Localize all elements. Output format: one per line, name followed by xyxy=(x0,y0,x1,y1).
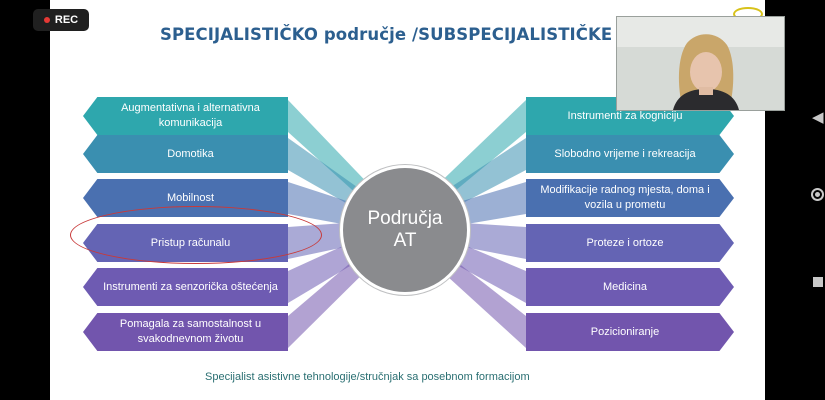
left-area-1: Augmentativna i alternativna komunikacij… xyxy=(83,97,288,135)
recording-indicator[interactable]: REC xyxy=(33,9,89,31)
record-dot-icon xyxy=(43,17,50,23)
left-area-5: Instrumenti za senzorička oštećenja xyxy=(83,268,288,306)
webcam-overlay[interactable] xyxy=(616,16,785,111)
highlight-ellipse xyxy=(70,206,322,264)
right-area-label: Medicina xyxy=(602,280,648,293)
hub-label-line1: Područja xyxy=(367,208,443,230)
left-area-label: Pomagala za samostalnost u svakodnevnom … xyxy=(119,318,262,345)
record-icon[interactable] xyxy=(811,188,824,201)
right-area-2: Slobodno vrijeme i rekreacija xyxy=(526,135,734,173)
right-area-label: Instrumenti za kogniciju xyxy=(567,109,683,122)
right-area-label: Slobodno vrijeme i rekreacija xyxy=(554,147,696,160)
right-area-label: Proteze i ortoze xyxy=(586,236,664,249)
left-area-label: Domotika xyxy=(167,147,214,160)
presenter-video xyxy=(617,17,784,110)
left-area-6: Pomagala za samostalnost u svakodnevnom … xyxy=(83,313,288,351)
right-area-5: Medicina xyxy=(526,268,734,306)
right-area-6: Pozicioniranje xyxy=(526,313,734,351)
recording-label: REC xyxy=(54,14,79,26)
left-area-2: Domotika xyxy=(83,135,288,173)
hub-circle: Područja AT xyxy=(340,165,470,295)
left-area-label: Augmentativna i alternativna komunikacij… xyxy=(121,102,260,129)
right-area-label: Pozicioniranje xyxy=(590,325,660,338)
right-area-3: Modifikacije radnog mjesta, doma i vozil… xyxy=(526,179,734,217)
right-area-4: Proteze i ortoze xyxy=(526,224,734,262)
chevron-left-icon[interactable]: ◀ xyxy=(812,109,824,126)
slide-title: SPECIJALISTIČKO područje /SUBSPECIJALIST… xyxy=(160,25,659,44)
slide-footer: Specijalist asistivne tehnologije/stručn… xyxy=(205,371,530,383)
stop-icon[interactable] xyxy=(813,277,823,287)
hub-label-line2: AT xyxy=(393,230,417,251)
left-area-label: Mobilnost xyxy=(166,191,215,204)
right-area-label: Modifikacije radnog mjesta, doma i vozil… xyxy=(540,184,710,211)
left-area-label: Instrumenti za senzorička oštećenja xyxy=(103,280,278,293)
